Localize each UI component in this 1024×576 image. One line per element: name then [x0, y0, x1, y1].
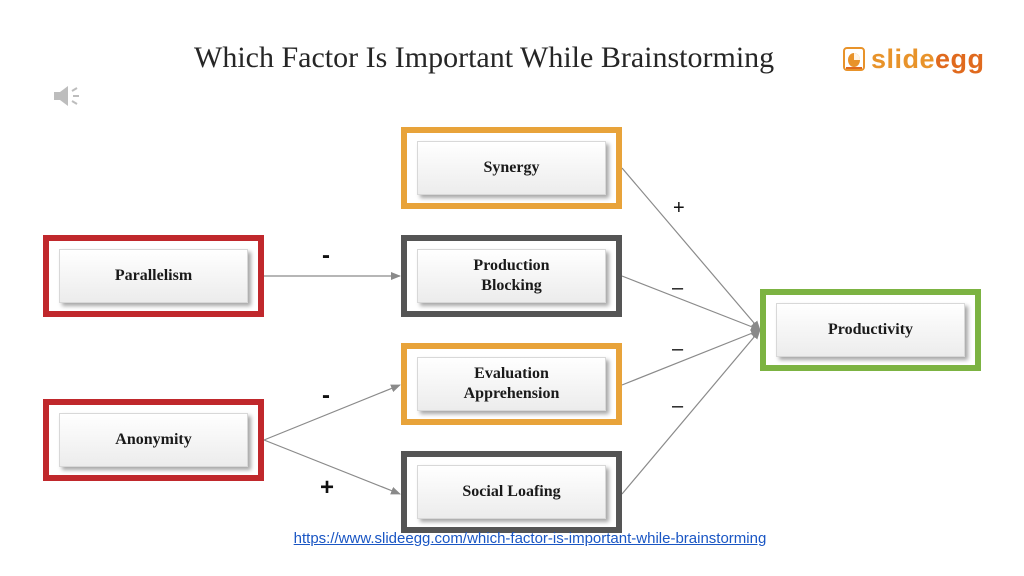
node-social-loafing: Social Loafing: [401, 451, 622, 533]
edge-sign-production-blocking: –: [672, 277, 684, 299]
node-parallelism: Parallelism: [43, 235, 264, 317]
edge-sign-parallelism: -: [322, 242, 330, 269]
node-synergy: Synergy: [401, 127, 622, 209]
edge-sign-anonymity-evaluation: -: [322, 382, 330, 409]
node-anonymity: Anonymity: [43, 399, 264, 481]
node-evaluation-apprehension: Evaluation Apprehension: [401, 343, 622, 425]
edge-social-loafing-productivity: [621, 329, 761, 495]
logo-text: slideegg: [871, 44, 985, 74]
node-label: Productivity: [776, 303, 965, 357]
footer-link[interactable]: https://www.slideegg.com/which-factor-is…: [293, 530, 767, 547]
page-title: Which Factor Is Important While Brainsto…: [194, 41, 775, 74]
node-label: Evaluation Apprehension: [417, 357, 606, 411]
node-productivity: Productivity: [760, 289, 981, 371]
node-label: Anonymity: [59, 413, 248, 467]
slideegg-logo[interactable]: slideegg: [843, 42, 985, 76]
node-production-blocking: Production Blocking: [401, 235, 622, 317]
edge-anonymity-social-loafing: [263, 439, 401, 495]
edge-sign-social-loafing: –: [672, 395, 684, 417]
edge-anonymity-evaluation-apprehension: [263, 384, 401, 441]
slideegg-logo-icon: [843, 47, 865, 71]
edge-sign-anonymity-loafing: +: [320, 474, 335, 501]
edge-synergy-productivity: [621, 167, 761, 331]
speaker-icon[interactable]: [52, 84, 86, 108]
node-label: Parallelism: [59, 249, 248, 303]
node-label: Production Blocking: [417, 249, 606, 303]
node-label: Social Loafing: [417, 465, 606, 519]
node-label: Synergy: [417, 141, 606, 195]
edge-evaluation-apprehension-productivity: [621, 329, 761, 386]
edge-sign-synergy: +: [673, 197, 685, 219]
edge-production-blocking-productivity: [621, 275, 761, 331]
edge-sign-evaluation-apprehension: –: [672, 338, 684, 360]
